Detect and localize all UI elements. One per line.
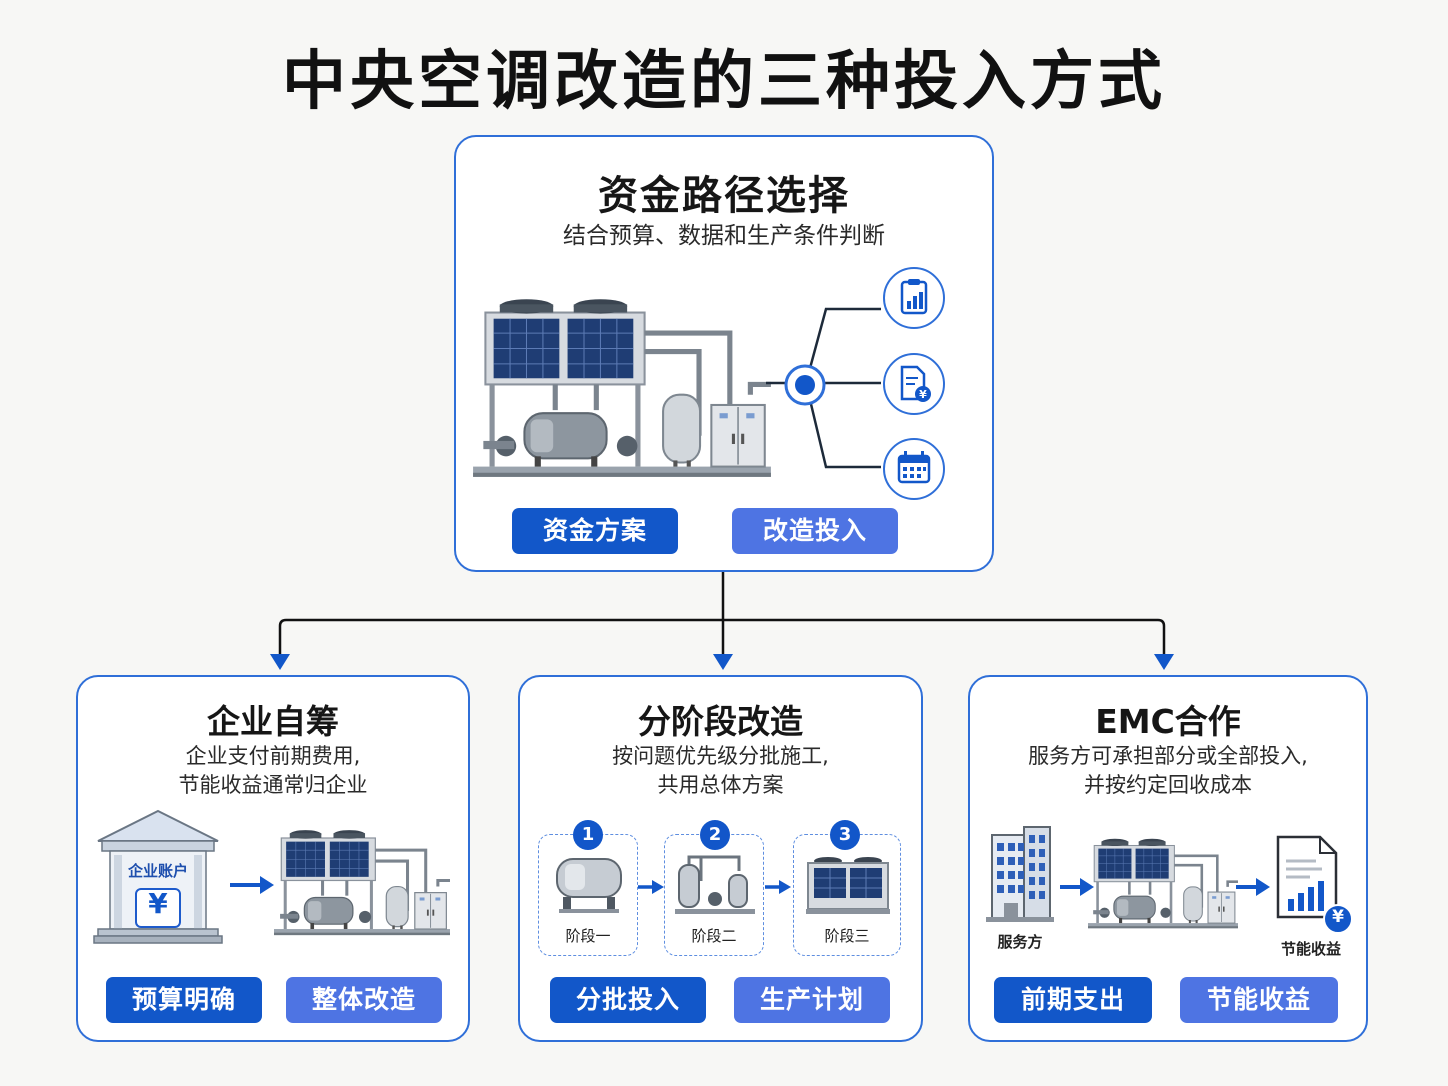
energy-savings-label: 节能收益 bbox=[1280, 940, 1341, 958]
page-title: 中央空调改造的三种投入方式 bbox=[282, 45, 1166, 119]
hub-node bbox=[784, 364, 826, 406]
phased-retrofit-card: 分阶段改造 按问题优先级分批施工, 共用总体方案 阶段一 1 阶段二 bbox=[518, 675, 923, 1042]
chiller-illustration bbox=[1088, 837, 1238, 930]
card-subtitle: 结合预算、数据和生产条件判断 bbox=[563, 223, 885, 249]
card-title: 分阶段改造 bbox=[638, 702, 803, 741]
card-subtitle-line-2: 节能收益通常归企业 bbox=[178, 773, 368, 797]
stage-1-badge: 1 bbox=[573, 820, 603, 850]
yen-symbol: ¥ bbox=[1332, 907, 1344, 927]
card-title: 企业自筹 bbox=[207, 702, 339, 741]
card-subtitle-line-1: 按问题优先级分批施工, bbox=[612, 744, 829, 768]
card-title: EMC合作 bbox=[1095, 702, 1241, 741]
stage-2-badge: 2 bbox=[700, 820, 730, 850]
card-title: 资金路径选择 bbox=[598, 173, 850, 219]
full-retrofit-button[interactable]: 整体改造 bbox=[286, 977, 442, 1023]
stage-2-box: 阶段二 bbox=[664, 834, 764, 956]
savings-report-icon bbox=[1276, 835, 1353, 934]
tank-icon bbox=[556, 858, 622, 913]
pump-station-icon bbox=[675, 855, 755, 914]
stage-label: 阶段一 bbox=[565, 927, 611, 945]
production-plan-button[interactable]: 生产计划 bbox=[734, 977, 890, 1023]
arrow-right-icon bbox=[765, 880, 791, 894]
arrow-right-icon bbox=[1236, 878, 1270, 896]
stage-1-box: 阶段一 bbox=[538, 834, 638, 956]
bank-building-icon bbox=[93, 809, 223, 944]
card-subtitle-line-1: 服务方可承担部分或全部投入, bbox=[1028, 744, 1308, 768]
bank-account-label: 企业账户 bbox=[127, 862, 188, 880]
budget-clear-button[interactable]: 预算明确 bbox=[106, 977, 262, 1023]
stage-3-badge: 3 bbox=[830, 820, 860, 850]
arrow-right-icon bbox=[638, 880, 664, 894]
self-funded-card: 企业自筹 企业支付前期费用, 节能收益通常归企业 企业账户 ¥ 预算明确 整体改… bbox=[76, 675, 470, 1042]
arrow-right-icon bbox=[1060, 878, 1094, 896]
funding-path-card: 资金路径选择 结合预算、数据和生产条件判断 ¥ bbox=[454, 135, 994, 572]
cooling-unit-icon bbox=[806, 857, 890, 914]
chart-clipboard-icon bbox=[883, 267, 945, 329]
energy-savings-button[interactable]: 节能收益 bbox=[1180, 977, 1338, 1023]
emc-cooperation-card: EMC合作 服务方可承担部分或全部投入, 并按约定回收成本 服务方 bbox=[968, 675, 1368, 1042]
chiller-illustration bbox=[274, 828, 450, 937]
document-yen-icon: ¥ bbox=[883, 353, 945, 415]
service-provider-label: 服务方 bbox=[997, 933, 1043, 951]
svg-text:¥: ¥ bbox=[919, 388, 927, 401]
office-building-icon bbox=[986, 826, 1054, 922]
yen-symbol: ¥ bbox=[148, 887, 168, 920]
funding-plan-button[interactable]: 资金方案 bbox=[512, 508, 678, 554]
card-subtitle-line-1: 企业支付前期费用, bbox=[185, 744, 361, 768]
arrow-right-icon bbox=[230, 876, 274, 894]
stage-label: 阶段二 bbox=[691, 927, 737, 945]
retrofit-investment-button[interactable]: 改造投入 bbox=[732, 508, 898, 554]
card-subtitle-line-2: 共用总体方案 bbox=[657, 773, 784, 797]
card-subtitle-line-2: 并按约定回收成本 bbox=[1084, 773, 1252, 797]
batch-investment-button[interactable]: 分批投入 bbox=[550, 977, 706, 1023]
upfront-expense-button[interactable]: 前期支出 bbox=[994, 977, 1152, 1023]
stage-label: 阶段三 bbox=[824, 927, 870, 945]
calendar-icon bbox=[883, 438, 945, 500]
stage-3-box: 阶段三 bbox=[793, 834, 901, 956]
